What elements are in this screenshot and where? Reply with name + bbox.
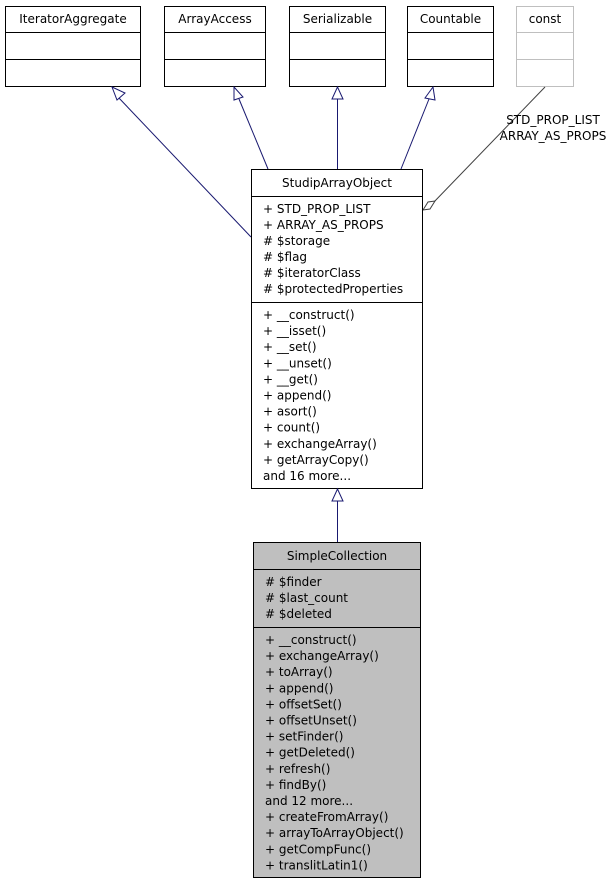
class-name: StudipArrayObject <box>282 176 392 190</box>
attribute-item: # $deleted <box>265 607 332 621</box>
inheritance-edge-simplecollection <box>331 487 344 542</box>
interface-arrayaccess[interactable]: ArrayAccess <box>164 6 266 87</box>
method-item: + arrayToArrayObject() <box>265 826 404 840</box>
attribute-item: # $finder <box>265 575 322 589</box>
class-name: SimpleCollection <box>287 549 387 563</box>
method-item: + exchangeArray() <box>263 437 377 451</box>
method-list: + __construct() + __isset() + __set() + __u… <box>263 308 377 483</box>
attribute-item: + ARRAY_AS_PROPS <box>263 218 384 232</box>
method-item: + __construct() <box>265 633 357 647</box>
method-item: + setFinder() <box>265 730 343 744</box>
edge-arrowhead-arrayaccess <box>233 85 244 101</box>
interface-name: ArrayAccess <box>178 12 251 26</box>
method-item: + __isset() <box>263 324 326 338</box>
method-item: + toArray() <box>265 665 333 679</box>
method-list: + __construct() + exchangeArray() + toArra… <box>265 633 404 872</box>
method-item: + exchangeArray() <box>265 649 379 663</box>
method-item: + getArrayCopy() <box>263 453 369 467</box>
attribute-item: # $protectedProperties <box>263 282 403 296</box>
edge-arrowhead-simplecollection <box>331 487 344 502</box>
const-edge-label-1: STD_PROP_LIST <box>506 113 600 127</box>
method-item: + __get() <box>263 372 318 386</box>
method-item: + getCompFunc() <box>265 842 371 856</box>
method-item: + count() <box>263 421 320 435</box>
interface-name: IteratorAggregate <box>19 12 126 26</box>
attribute-item: # $iteratorClass <box>263 266 361 280</box>
inheritance-edges <box>111 85 436 238</box>
method-item: + getDeleted() <box>265 746 355 760</box>
attribute-list: # $finder # $last_count # $deleted <box>265 575 348 621</box>
edge-arrowhead-serializable <box>331 85 344 100</box>
attribute-list: + STD_PROP_LIST + ARRAY_AS_PROPS # $storag… <box>263 202 403 296</box>
method-item: and 16 more... <box>263 469 351 483</box>
method-item: + __construct() <box>263 308 355 322</box>
edge-arrowhead-iteratoraggregate <box>111 86 126 101</box>
attribute-item: # $storage <box>263 234 330 248</box>
method-item: + asort() <box>263 405 317 419</box>
method-item: + findBy() <box>265 778 326 792</box>
interface-name: Countable <box>420 12 481 26</box>
interface-name: Serializable <box>303 12 372 26</box>
edge-iteratoraggregate <box>117 96 252 238</box>
method-item: + __set() <box>263 340 317 354</box>
attribute-item: + STD_PROP_LIST <box>263 202 371 216</box>
method-item: + createFromArray() <box>265 810 388 824</box>
method-item: + translitLatin1() <box>265 858 368 872</box>
method-item: + append() <box>263 389 331 403</box>
interface-serializable[interactable]: Serializable <box>289 6 386 87</box>
const-edge-label-2: ARRAY_AS_PROPS <box>500 129 607 143</box>
edge-arrowhead-countable <box>424 85 436 101</box>
method-item: + refresh() <box>265 762 330 776</box>
class-simplecollection[interactable]: SimpleCollection # $finder# $last_count#… <box>253 542 421 878</box>
attribute-item: # $last_count <box>265 591 348 605</box>
const-edge: STD_PROP_LIST ARRAY_AS_PROPS <box>422 86 607 211</box>
interface-countable[interactable]: Countable <box>407 6 494 87</box>
const-name: const <box>529 12 562 26</box>
attribute-item: # $flag <box>263 250 307 264</box>
interface-iteratoraggregate[interactable]: IteratorAggregate <box>5 6 141 87</box>
method-item: + offsetUnset() <box>265 714 357 728</box>
edge-countable <box>400 98 430 170</box>
method-item: + offsetSet() <box>265 697 342 711</box>
aggregation-diamond <box>422 200 436 211</box>
const-box[interactable]: const <box>516 6 574 87</box>
method-item: + __unset() <box>263 356 332 370</box>
method-item: + append() <box>265 681 333 695</box>
edge-arrayaccess <box>238 98 269 170</box>
method-item: and 12 more... <box>265 794 353 808</box>
class-studiparrayobject[interactable]: StudipArrayObject + STD_PROP_LIST + ARRAY… <box>251 169 423 489</box>
